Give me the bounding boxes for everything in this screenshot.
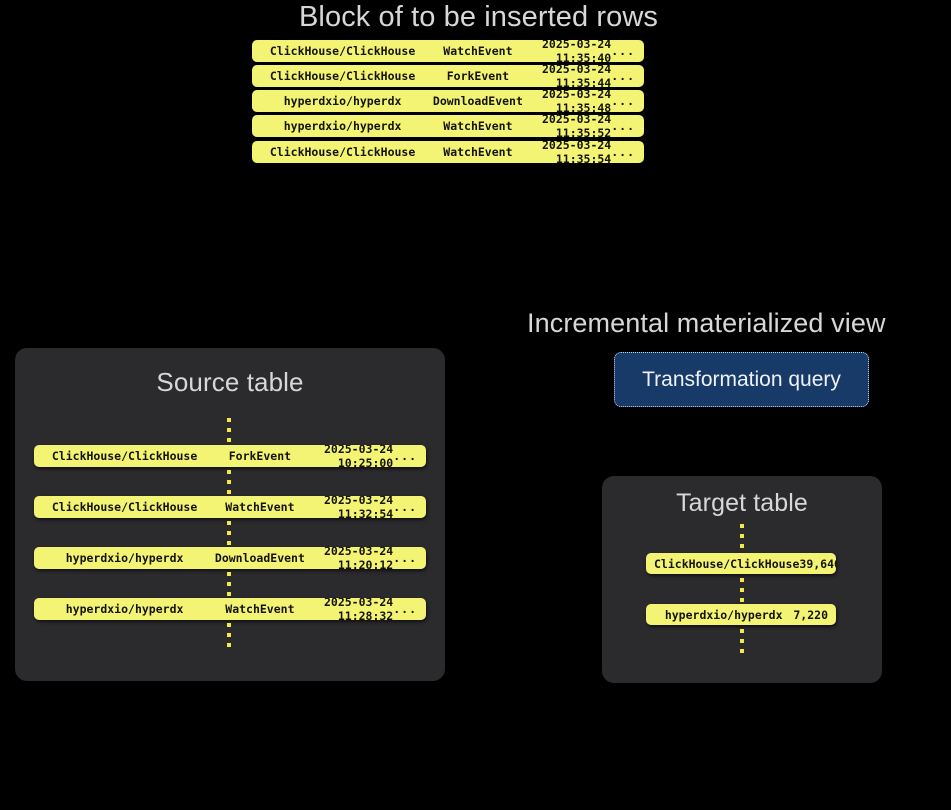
row-event: WatchEvent (443, 119, 513, 133)
target-row-separator-dots (739, 629, 745, 653)
row-timestamp: 2025-03-24 11:35:48 (541, 90, 612, 112)
row-repo: hyperdxio/hyperdx (664, 607, 783, 622)
row-timestamp: 2025-03-24 10:25:00 (323, 445, 394, 467)
source-table-row: hyperdxio/hyperdx WatchEvent 2025-03-24 … (34, 598, 426, 620)
row-event: WatchEvent (225, 602, 295, 616)
row-ellipsis: ... (393, 551, 418, 565)
row-ellipsis: ... (611, 119, 636, 133)
block-row: ClickHouse/ClickHouse ForkEvent 2025-03-… (252, 65, 644, 87)
source-table-title: Source table (156, 367, 304, 397)
row-event: WatchEvent (443, 44, 513, 58)
source-row-separator-dots (226, 623, 232, 647)
source-row-separator-dots (226, 418, 232, 442)
source-table-row: hyperdxio/hyperdx DownloadEvent 2025-03-… (34, 547, 426, 569)
block-row: ClickHouse/ClickHouse WatchEvent 2025-03… (252, 40, 644, 62)
row-count: 7,220 (793, 607, 828, 622)
block-row: hyperdxio/hyperdx DownloadEvent 2025-03-… (252, 90, 644, 112)
row-ellipsis: ... (611, 94, 636, 108)
row-timestamp: 2025-03-24 11:28:32 (323, 598, 394, 620)
row-timestamp: 2025-03-24 11:35:54 (541, 141, 612, 163)
block-of-rows-title: Block of to be inserted rows (298, 1, 659, 33)
row-repo: ClickHouse/ClickHouse (51, 449, 198, 463)
row-ellipsis: ... (393, 449, 418, 463)
row-timestamp: 2025-03-24 11:20:12 (323, 547, 394, 569)
row-ellipsis: ... (611, 145, 636, 159)
row-timestamp: 2025-03-24 11:35:52 (541, 115, 612, 137)
row-repo: hyperdxio/hyperdx (65, 602, 184, 616)
row-event: ForkEvent (228, 449, 292, 463)
row-timestamp: 2025-03-24 11:32:54 (323, 496, 394, 518)
row-timestamp: 2025-03-24 11:35:44 (541, 65, 612, 87)
row-repo: hyperdxio/hyperdx (283, 94, 402, 108)
block-row: hyperdxio/hyperdx WatchEvent 2025-03-24 … (252, 115, 644, 137)
row-event: WatchEvent (225, 500, 295, 514)
row-ellipsis: ... (393, 602, 418, 616)
target-table-row: ClickHouse/ClickHouse 39,640 (646, 553, 836, 574)
row-repo: hyperdxio/hyperdx (65, 551, 184, 565)
transformation-query-box[interactable]: Transformation query (614, 352, 869, 407)
target-table-title: Target table (676, 489, 808, 517)
row-timestamp: 2025-03-24 11:35:40 (541, 40, 612, 62)
row-event: DownloadEvent (432, 94, 523, 108)
row-ellipsis: ... (611, 69, 636, 83)
source-row-separator-dots (226, 470, 232, 494)
source-row-separator-dots (226, 572, 232, 596)
row-repo: ClickHouse/ClickHouse (654, 556, 800, 571)
row-count: 39,640 (799, 556, 836, 571)
row-ellipsis: ... (611, 44, 636, 58)
row-ellipsis: ... (393, 500, 418, 514)
row-event: ForkEvent (446, 69, 510, 83)
source-table-row: ClickHouse/ClickHouse ForkEvent 2025-03-… (34, 445, 426, 467)
row-event: DownloadEvent (214, 551, 305, 565)
row-repo: ClickHouse/ClickHouse (51, 500, 198, 514)
target-table-row: hyperdxio/hyperdx 7,220 (646, 604, 836, 625)
transformation-query-label: Transformation query (642, 367, 841, 391)
source-row-separator-dots (226, 521, 232, 545)
row-repo: ClickHouse/ClickHouse (269, 145, 416, 159)
row-event: WatchEvent (443, 145, 513, 159)
row-repo: ClickHouse/ClickHouse (269, 44, 416, 58)
target-row-separator-dots (739, 524, 745, 548)
block-row: ClickHouse/ClickHouse WatchEvent 2025-03… (252, 141, 644, 163)
row-repo: ClickHouse/ClickHouse (269, 69, 416, 83)
row-repo: hyperdxio/hyperdx (283, 119, 402, 133)
source-table-row: ClickHouse/ClickHouse WatchEvent 2025-03… (34, 496, 426, 518)
target-row-separator-dots (739, 578, 745, 602)
materialized-view-title: Incremental materialized view (527, 308, 886, 338)
